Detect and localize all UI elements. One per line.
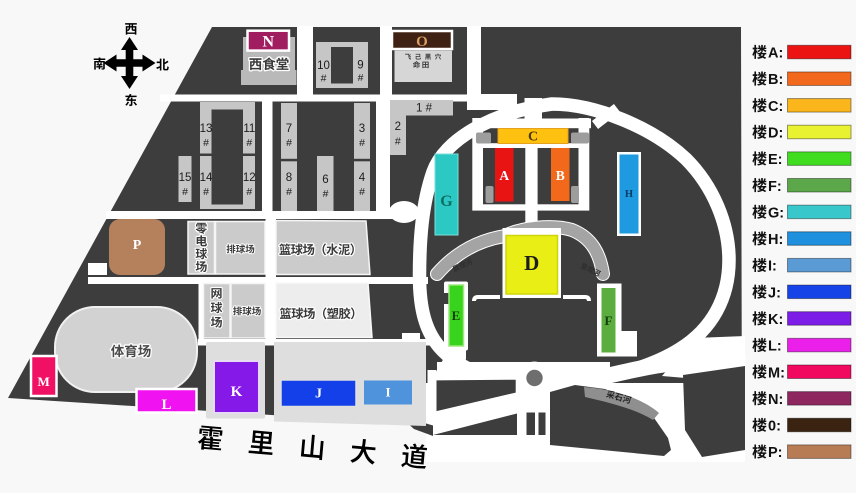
- svg-text:1 #: 1 #: [416, 103, 433, 115]
- svg-text:E: E: [452, 308, 461, 323]
- svg-text:O: O: [416, 34, 428, 50]
- svg-text:#: #: [359, 137, 365, 149]
- svg-text:L: L: [161, 397, 171, 413]
- svg-text:3: 3: [359, 123, 365, 135]
- svg-text:A: A: [499, 168, 509, 183]
- svg-text:H:: H:: [768, 232, 783, 248]
- svg-text:L:: L:: [768, 339, 782, 355]
- svg-text:P:: P:: [768, 445, 783, 461]
- svg-text:K:: K:: [768, 312, 783, 328]
- svg-text:2: 2: [395, 121, 401, 133]
- svg-text:10: 10: [317, 60, 330, 72]
- svg-text:F: F: [605, 313, 613, 328]
- svg-text:F:: F:: [768, 179, 782, 195]
- svg-text:N: N: [263, 33, 275, 50]
- svg-text:J: J: [315, 387, 322, 402]
- svg-text:C: C: [528, 130, 538, 145]
- svg-text:#: #: [246, 137, 252, 149]
- svg-text:8: 8: [286, 172, 292, 184]
- svg-text:9: 9: [357, 60, 363, 72]
- svg-text:G:: G:: [768, 205, 784, 221]
- svg-text:13: 13: [200, 123, 213, 135]
- svg-text:#: #: [321, 73, 327, 85]
- svg-text:B:: B:: [768, 72, 783, 88]
- svg-text:#: #: [182, 186, 188, 198]
- svg-text:0:: 0:: [768, 419, 781, 435]
- svg-text:B: B: [556, 168, 565, 183]
- svg-text:G: G: [440, 193, 453, 210]
- svg-text:I: I: [385, 385, 390, 400]
- svg-text:#: #: [203, 137, 209, 149]
- svg-text:C:: C:: [768, 99, 783, 115]
- svg-text:#: #: [323, 188, 329, 200]
- svg-text:N:: N:: [768, 392, 783, 408]
- svg-text:7: 7: [286, 123, 292, 135]
- svg-text:11: 11: [243, 123, 255, 135]
- svg-text:M: M: [38, 374, 50, 389]
- svg-text:12: 12: [243, 172, 256, 184]
- svg-text:A:: A:: [768, 46, 783, 62]
- svg-text:6: 6: [322, 174, 328, 186]
- svg-text:M:: M:: [768, 365, 785, 381]
- svg-text:H: H: [625, 189, 633, 200]
- svg-text:E:: E:: [768, 152, 783, 168]
- svg-text:#: #: [286, 186, 292, 198]
- svg-text:#: #: [395, 136, 401, 148]
- svg-text:K: K: [231, 384, 243, 400]
- svg-text:D: D: [524, 251, 539, 275]
- svg-text:I:: I:: [768, 259, 777, 275]
- svg-text:#: #: [358, 72, 364, 84]
- svg-text:15: 15: [179, 172, 192, 184]
- svg-text:D:: D:: [768, 126, 783, 142]
- svg-text:P: P: [133, 238, 142, 253]
- svg-text:#: #: [286, 137, 292, 149]
- svg-text:J:: J:: [768, 285, 781, 301]
- svg-text:#: #: [246, 186, 252, 198]
- svg-text:14: 14: [200, 172, 213, 184]
- svg-text:4: 4: [359, 172, 366, 184]
- svg-text:#: #: [359, 186, 365, 198]
- svg-text:#: #: [203, 186, 209, 198]
